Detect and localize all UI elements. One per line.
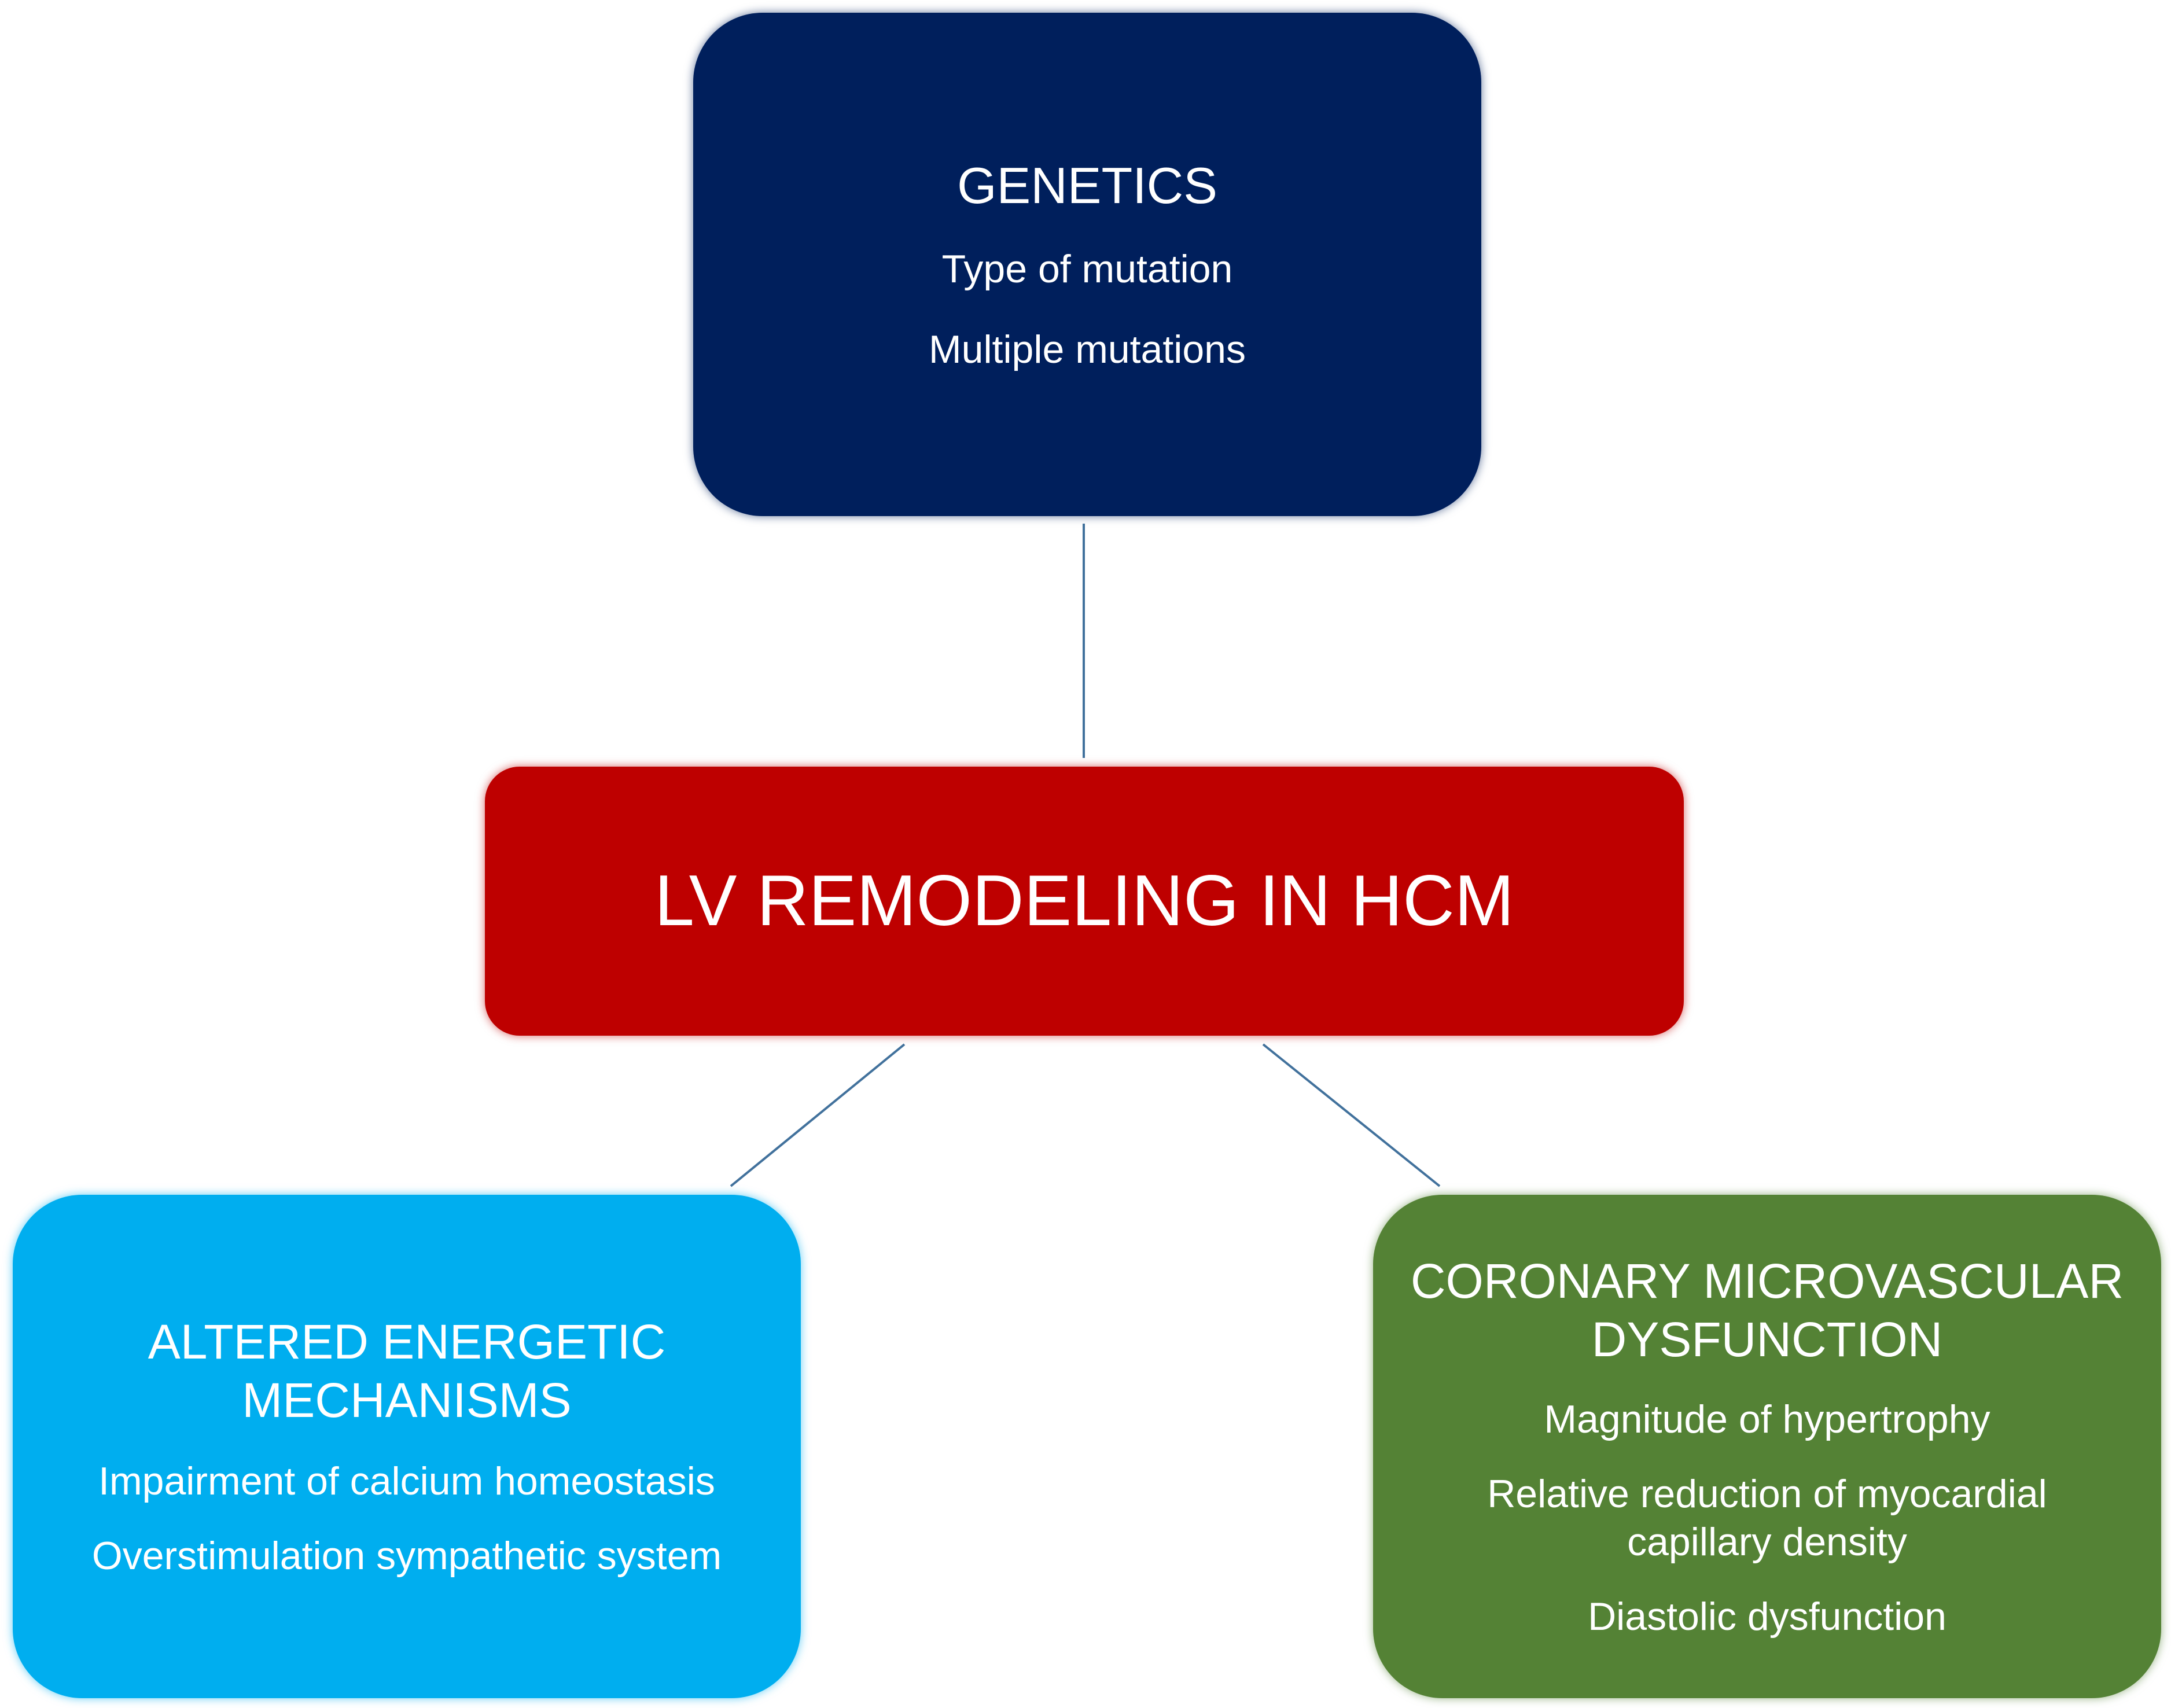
energetic-item: Overstimulation sympathetic system xyxy=(91,1533,722,1578)
lv-remodeling-title: LV REMODELING IN HCM xyxy=(654,861,1514,941)
coronary-item: Relative reduction of myocardial capilla… xyxy=(1487,1471,2047,1564)
title-line: MECHANISMS xyxy=(242,1373,572,1428)
connector-center-to-coronary xyxy=(1262,1043,1441,1187)
lv-remodeling-box: LV REMODELING IN HCM xyxy=(485,767,1684,1036)
coronary-microvascular-box: CORONARY MICROVASCULAR DYSFUNCTION Magni… xyxy=(1373,1195,2161,1698)
coronary-item: Magnitude of hypertrophy xyxy=(1544,1397,1990,1441)
genetics-item: Multiple mutations xyxy=(928,327,1246,371)
coronary-item: Diastolic dysfunction xyxy=(1588,1594,1946,1639)
coronary-microvascular-title: CORONARY MICROVASCULAR DYSFUNCTION xyxy=(1411,1252,2124,1369)
connector-center-to-energetic xyxy=(730,1043,906,1187)
altered-energetic-title: ALTERED ENERGETIC MECHANISMS xyxy=(148,1313,666,1430)
genetics-item: Type of mutation xyxy=(941,246,1233,291)
title-line: CORONARY MICROVASCULAR xyxy=(1410,1254,2124,1309)
genetics-box: GENETICS Type of mutation Multiple mutat… xyxy=(693,13,1481,516)
altered-energetic-box: ALTERED ENERGETIC MECHANISMS Impairment … xyxy=(13,1195,801,1698)
title-line: DYSFUNCTION xyxy=(1591,1312,1943,1367)
energetic-item: Impairment of calcium homeostasis xyxy=(98,1459,715,1503)
title-line: ALTERED ENERGETIC xyxy=(148,1315,666,1370)
genetics-title: GENETICS xyxy=(957,157,1217,215)
